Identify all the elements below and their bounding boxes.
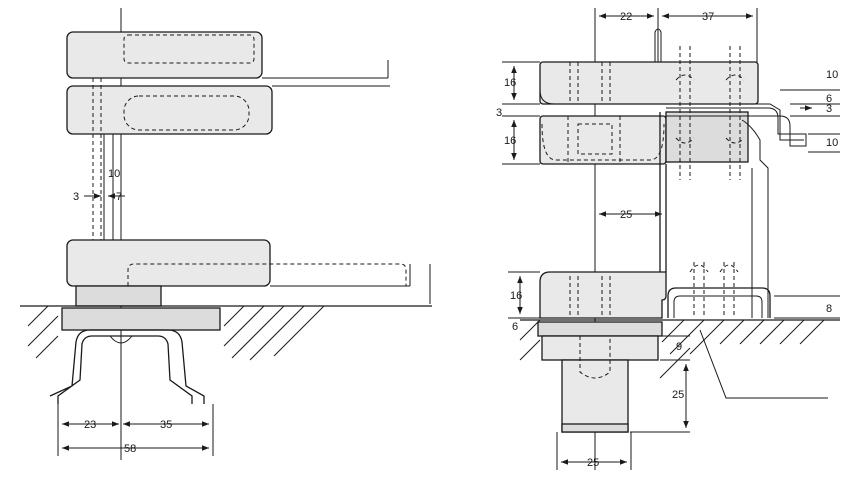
right-dim-3-left: 3 (496, 107, 502, 119)
right-dim-8: 8 (826, 303, 832, 315)
right-dim-3-right: 3 (826, 103, 832, 115)
left-dim-23: 23 (84, 419, 96, 431)
left-dim-58: 58 (124, 443, 136, 455)
left-dim-7: 7 (116, 191, 122, 203)
right-dim-6-left: 6 (512, 321, 518, 333)
left-base-plate (61, 307, 221, 331)
right-dim-25-vert: 25 (672, 389, 684, 401)
right-dim-9: 9 (676, 341, 682, 353)
right-dim-16c: 16 (510, 290, 522, 302)
left-dim-10: 10 (108, 168, 120, 180)
right-ground-hatch (519, 319, 825, 379)
right-dim-6: 6 (826, 93, 832, 105)
right-upper-block (539, 61, 804, 141)
left-u-channel (49, 329, 205, 404)
right-lower-block (539, 262, 771, 319)
right-dim-22: 22 (620, 11, 632, 23)
left-dim-3: 3 (73, 191, 79, 203)
right-nut (541, 335, 659, 361)
right-connector (665, 46, 807, 318)
right-dim-16a: 16 (504, 77, 516, 89)
right-base-plate (537, 321, 663, 337)
left-view: 10 3 7 23 (20, 8, 432, 460)
right-stud (561, 359, 629, 433)
right-dim-37: 37 (702, 11, 714, 23)
left-dim-35: 35 (160, 419, 172, 431)
left-upper-block (66, 31, 389, 79)
right-dim-16b: 16 (504, 135, 516, 147)
left-lower-block (66, 239, 431, 307)
right-dim-10a: 10 (826, 69, 838, 81)
right-view: 22 37 (496, 8, 840, 470)
left-ground-hatch (27, 305, 325, 361)
right-dim-25-mid: 25 (620, 209, 632, 221)
right-dim-25-bottom: 25 (587, 457, 599, 469)
right-dim-10b: 10 (826, 137, 838, 149)
left-second-block (66, 85, 390, 135)
right-middle-block (539, 115, 667, 165)
